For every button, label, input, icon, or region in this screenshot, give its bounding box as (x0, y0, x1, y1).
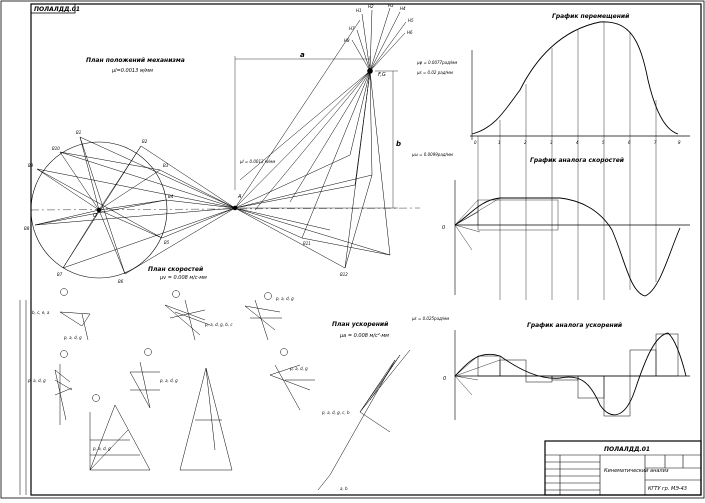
svg-text:7: 7 (654, 140, 657, 145)
H-rays (351, 7, 407, 72)
rocker-links (234, 19, 391, 269)
velocity-ordinates (477, 136, 657, 300)
svg-text:5: 5 (602, 140, 605, 145)
title-sheet-name: Кинематический анализ (604, 468, 669, 474)
svg-text:p, a, d, g, c, b: p, a, d, g, c, b (321, 410, 350, 415)
svg-text:B2: B2 (142, 139, 148, 144)
velocity-curve (454, 197, 681, 297)
svg-text:H8: H8 (344, 38, 350, 43)
acceleration-plan: План ускорений μa = 0.008 м/с²·мм p, a, … (317, 321, 411, 491)
svg-text:H7: H7 (349, 26, 355, 31)
velocity-origin: 0 (442, 225, 445, 231)
mechanism-scale: μl=0.0013 м/мм (111, 68, 153, 74)
svg-text:B10: B10 (52, 146, 60, 151)
svg-text:p, a, d, g: p, a, d, g (275, 296, 294, 301)
svg-text:p, a, d, g: p, a, d, g (63, 335, 82, 340)
displacement-ordinates (499, 22, 657, 136)
svg-text:B9: B9 (28, 163, 34, 168)
crank-chords (34, 136, 167, 275)
svg-text:a, b: a, b (340, 486, 348, 491)
acceleration-bars (477, 333, 679, 417)
inner-frame (30, 3, 702, 496)
velocity-title: График аналога скоростей (530, 157, 625, 164)
title-block: ПОЛАЛДД.01 Кинематический анализ КГТУ гр… (544, 440, 702, 496)
acceleration-fan (454, 355, 501, 396)
acceleration-plan-title: План ускорений (332, 321, 389, 328)
label-FG: F,G (378, 72, 386, 78)
title-org: КГТУ гр. МЭ-43 (648, 486, 687, 492)
svg-text:H5: H5 (408, 18, 414, 23)
velocity-plan-scale: μv = 0.008 м/с·мм (159, 275, 207, 281)
svg-text:B8: B8 (24, 226, 30, 231)
displacement-scale2: μs = 0.02 рад/мм (416, 70, 453, 75)
svg-text:2: 2 (524, 140, 527, 145)
svg-text:B7: B7 (57, 272, 63, 277)
displacement-title: График перемещений (552, 13, 630, 20)
acceleration-plan-scale: μa = 0.008 м/с²·мм (339, 333, 389, 339)
svg-text:B4: B4 (168, 194, 174, 199)
acceleration-scale: με = 0.025рад/мм (411, 316, 449, 321)
svg-text:H4: H4 (400, 6, 406, 11)
dim-a: a (300, 51, 305, 59)
svg-text:3: 3 (550, 140, 553, 145)
x-ticks: 0 1 2 3 4 5 6 7 8 (474, 140, 681, 145)
rocker-point-labels: H1 H2 H3 H4 H5 H6 H7 H8 (344, 3, 414, 43)
svg-text:B3: B3 (163, 163, 169, 168)
label-A: A (237, 194, 242, 200)
svg-text:B5: B5 (164, 240, 170, 245)
svg-text:4: 4 (576, 140, 579, 145)
svg-text:B6: B6 (118, 279, 124, 284)
connecting-rods (34, 136, 236, 275)
svg-text:B11: B11 (303, 241, 311, 246)
displacement-scale1: μφ = 0.0077рад/мм (416, 60, 457, 65)
svg-text:H3: H3 (388, 3, 394, 8)
svg-text:p, a, d, g, b, c: p, a, d, g, b, c (204, 322, 233, 327)
svg-text:p, a, d, g: p, a, d, g (159, 378, 178, 383)
graphs: График перемещений μφ = 0.0077рад/мм μs … (411, 13, 690, 420)
svg-text:6: 6 (628, 140, 631, 145)
svg-text:0: 0 (474, 140, 477, 145)
svg-text:1: 1 (498, 140, 501, 145)
velocity-fan (454, 197, 559, 251)
label-O: O (93, 213, 97, 219)
title-doc-code: ПОЛАЛДД.01 (604, 446, 650, 453)
acceleration-title: График аналога ускорений (527, 322, 623, 329)
svg-text:H6: H6 (407, 30, 413, 35)
svg-text:p, a, d, g: p, a, d, g (92, 446, 111, 451)
svg-text:b, c, e, a: b, c, e, a (32, 310, 50, 315)
drawing-number: ПОЛАЛДД.01 (34, 6, 80, 13)
crank-rays (30, 136, 421, 275)
svg-text:B1: B1 (76, 130, 81, 135)
velocity-plan-title: План скоростей (148, 266, 204, 273)
svg-text:8: 8 (678, 140, 681, 145)
mu-velocity: μω = 0.0099рад/мм (411, 152, 453, 157)
acceleration-curve (454, 332, 687, 416)
svg-text:p, a, d, g: p, a, d, g (289, 366, 308, 371)
acceleration-origin: 0 (443, 376, 446, 382)
displacement-curve (471, 21, 679, 135)
mechanism-title: План положений механизма (86, 57, 185, 64)
svg-text:B12: B12 (340, 272, 348, 277)
svg-text:p, a, d, g: p, a, d, g (27, 378, 46, 383)
svg-text:H1: H1 (356, 8, 362, 13)
drawing-number-box (30, 3, 76, 14)
crank-point-labels: B1 B2 B3 B4 B5 B6 B7 B8 B9 B10 B11 B12 (24, 130, 348, 284)
dim-b: b (396, 140, 401, 148)
svg-text:H2: H2 (368, 4, 374, 9)
mu-note: μl = 0.0013 м/мм (239, 159, 275, 164)
velocity-plans: План скоростей μv = 0.008 м/с·мм b, c, e… (27, 266, 315, 471)
mechanism-plan: План положений механизма μl=0.0013 м/мм (24, 3, 421, 284)
dimensions (234, 56, 398, 209)
